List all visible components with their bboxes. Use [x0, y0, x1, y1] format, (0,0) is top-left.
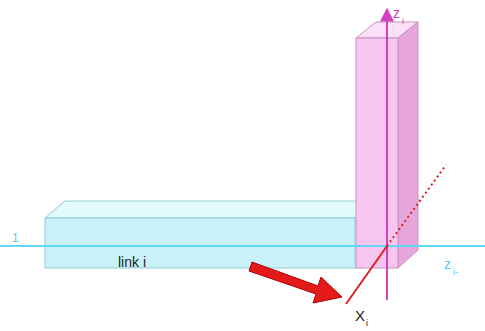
- joint-front-face: [356, 38, 398, 268]
- z-axis-previous: [0, 245, 485, 247]
- joint-side-face: [398, 22, 418, 268]
- axis-name: X: [355, 308, 365, 323]
- axis-subscript: i: [366, 319, 368, 328]
- axis-name: z: [393, 6, 400, 20]
- direction-arrow: [249, 262, 342, 303]
- link-top-face: [45, 201, 375, 218]
- axis-subscript: i: [402, 17, 404, 26]
- x-axis: [346, 246, 387, 304]
- axis-number: 1: [12, 232, 19, 244]
- axis-name: z: [444, 257, 451, 271]
- x-axis-dotted: [387, 165, 446, 246]
- axis-subscript: i-: [453, 268, 458, 277]
- link-front-face: [45, 218, 355, 268]
- z-axis: [386, 9, 388, 300]
- link-name: link i: [118, 255, 146, 269]
